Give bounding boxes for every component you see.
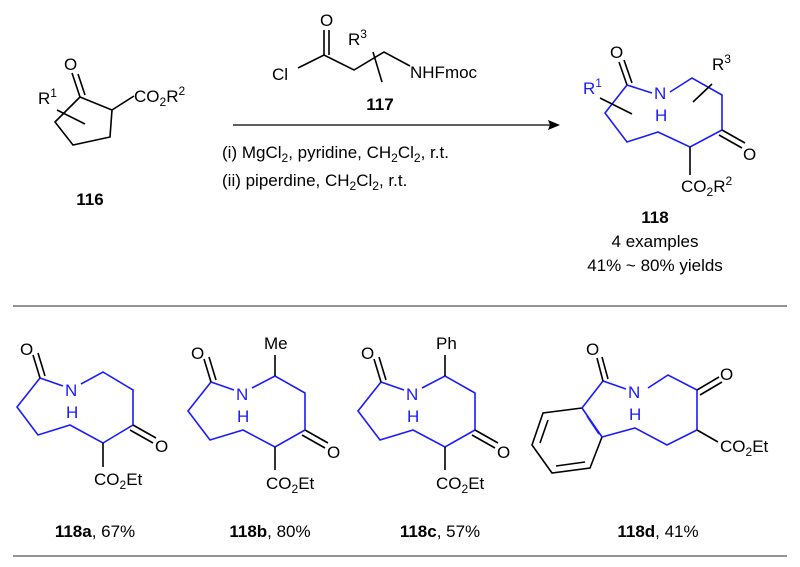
compound-118a: O O N H CO2​Et <box>15 340 168 492</box>
ester-label: CO2​R2​ <box>134 84 185 109</box>
compound-117: O Cl R3​ NHFmoc 117 <box>272 11 478 114</box>
atom-N: N <box>654 84 666 103</box>
compound-118d: O O N H CO2​Et <box>531 340 769 474</box>
atom-Cl: Cl <box>272 65 288 84</box>
atom-O: O <box>191 344 204 363</box>
examples-count: 4 examples <box>612 232 699 251</box>
compound-116: O R1​ CO2​R2​ 116 <box>38 55 185 209</box>
atom-N: N <box>628 383 640 402</box>
atom-N: N <box>406 385 418 404</box>
ester-label: CO2​Et <box>436 474 485 496</box>
atom-O: O <box>155 437 168 456</box>
ester-label: CO2​Et <box>720 437 769 459</box>
atom-O: O <box>610 43 623 62</box>
compound-118c: O O N H Ph CO2​Et <box>356 334 510 496</box>
amine-label: NHFmoc <box>410 63 478 82</box>
compound-label-118: 118 <box>641 208 668 227</box>
caption-118a: 118a, 67% <box>55 522 135 541</box>
atom-O: O <box>64 55 77 74</box>
compound-118: O O N H R1​ R3​ CO2​R2​ 118 4 examples 4… <box>583 43 756 275</box>
caption-118b: 118b, 80% <box>229 522 310 541</box>
atom-O: O <box>327 443 340 462</box>
atom-O: O <box>586 340 599 359</box>
reaction-arrow <box>233 120 560 130</box>
r3-label: R3​ <box>712 52 731 74</box>
yield-range: 41% ~ 80% yields <box>587 256 723 275</box>
condition-1: (i) MgCl2​, pyridine, CH2​Cl2​, r.t. <box>222 143 449 165</box>
ester-label: CO2​R2​ <box>681 174 732 199</box>
caption-118c: 118c, 57% <box>400 522 480 541</box>
atom-H: H <box>629 405 641 424</box>
caption-118d: 118d, 41% <box>617 522 698 541</box>
phenyl-label: Ph <box>436 334 457 353</box>
atom-O: O <box>20 340 33 359</box>
atom-H: H <box>237 407 249 426</box>
atom-O: O <box>497 443 510 462</box>
atom-H: H <box>655 106 667 125</box>
atom-O: O <box>743 145 756 164</box>
atom-O: O <box>720 365 733 384</box>
r1-label: R1​ <box>583 76 602 98</box>
atom-N: N <box>65 381 77 400</box>
compound-label-116: 116 <box>76 190 103 209</box>
compound-118b: O O N H Me CO2​Et <box>186 334 340 496</box>
condition-2: (ii) piperdine, CH2​Cl2​, r.t. <box>222 171 407 193</box>
atom-H: H <box>66 403 78 422</box>
ester-label: CO2​Et <box>94 470 143 492</box>
atom-O: O <box>320 11 333 30</box>
atom-N: N <box>236 385 248 404</box>
r3-label: R3​ <box>348 27 367 49</box>
r1-label: R1​ <box>38 86 57 108</box>
atom-O: O <box>361 344 374 363</box>
methyl-label: Me <box>264 334 288 353</box>
ester-label: CO2​Et <box>266 474 315 496</box>
compound-label-117: 117 <box>366 95 393 114</box>
atom-H: H <box>407 407 419 426</box>
